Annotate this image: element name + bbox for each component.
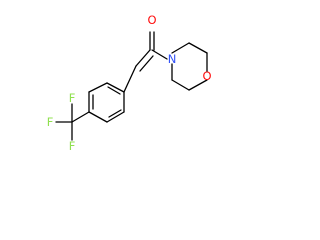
vinyl-double-bond-inner — [139, 55, 154, 72]
bond-ring-to-cf3 — [71, 111, 90, 123]
vinyl-double-bond-outer — [135, 49, 151, 67]
fluorine-bottom-label: F — [69, 139, 76, 153]
ring-inner-double-top — [107, 86, 121, 95]
ring-bond-bottom-right — [106, 111, 125, 123]
amide-nitrogen-label: N — [168, 52, 177, 66]
carbonyl-oxygen-label: O — [147, 13, 156, 27]
fluorine-left-label: F — [47, 115, 54, 129]
fluorine-top-label: F — [69, 91, 76, 105]
trifluoromethyl-group — [55, 103, 90, 141]
morpholine-bond-n-top — [171, 42, 190, 54]
morpholine-ring — [171, 42, 208, 91]
morpholine-bond-o-bottom — [188, 79, 208, 91]
propenone-chain — [123, 31, 168, 93]
benzene-ring — [88, 82, 125, 123]
ring-bond-top-left — [88, 82, 108, 93]
bond-ring-to-vinyl — [123, 65, 137, 93]
ring-oxygen-label: O — [202, 69, 211, 83]
molecule-structure: O N O F F F — [47, 13, 212, 153]
morpholine-bond-bottom-left — [171, 79, 190, 91]
ring-bond-bottom-left — [88, 111, 108, 123]
atom-labels: O N O F F F — [47, 13, 212, 153]
morpholine-bond-top-right — [188, 42, 208, 54]
ring-bond-top-right — [106, 82, 125, 93]
bond-carbonyl-to-nitrogen — [151, 49, 168, 60]
ring-inner-double-bottom — [108, 109, 122, 118]
